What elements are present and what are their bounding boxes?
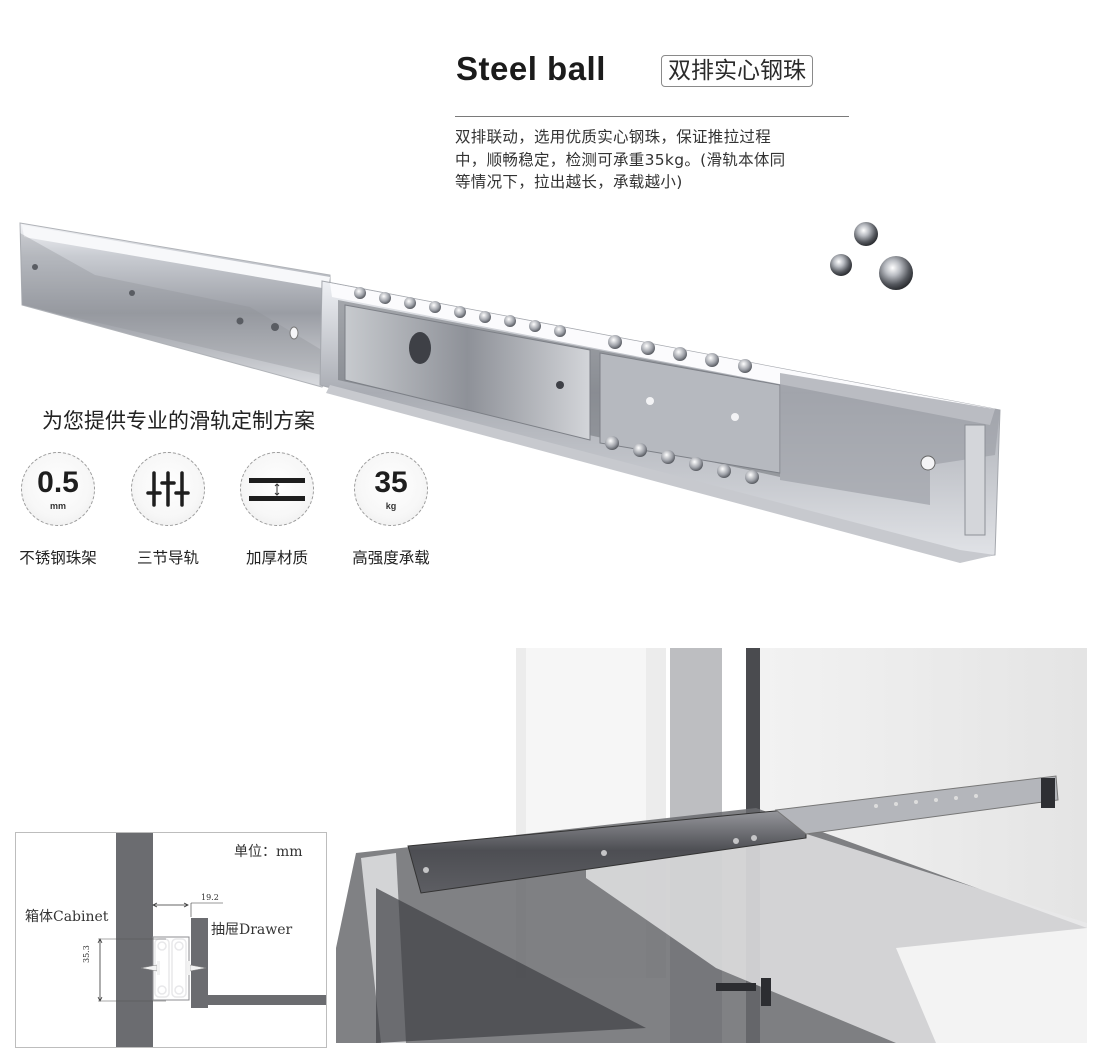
section-title-cn-badge: 双排实心钢珠 — [661, 55, 813, 87]
drawer-label: 抽屉Drawer — [211, 922, 293, 938]
unit-label: 单位：mm — [234, 844, 303, 860]
description-line: 中，顺畅稳定，检测可承重35kg。(滑轨本体同 — [455, 150, 786, 169]
feature-label: 三节导轨 — [136, 549, 199, 567]
cabinet-label: 箱体Cabinet — [25, 909, 109, 925]
installation-diagram: 单位：mm 箱体Cabinet 抽屉Drawer 19.2 35.3 — [15, 832, 327, 1048]
features-title: 为您提供专业的滑轨定制方案 — [42, 409, 315, 433]
feature-unit: kg — [385, 501, 397, 511]
description-line: 双排联动，选用优质实心钢珠，保证推拉过程 — [455, 128, 772, 146]
height-dimension: 35.3 — [82, 945, 91, 963]
description-line: 等情况下，拉出越长，承载越小) — [455, 173, 683, 191]
thickened-material-icon — [240, 452, 314, 526]
drawer-slide-image — [19, 222, 1001, 563]
feature-item: 加厚材质 — [217, 452, 337, 568]
feature-item: 三节导轨 — [108, 452, 228, 568]
section-title-en: Steel ball — [456, 50, 606, 87]
three-section-rail-icon — [131, 452, 205, 526]
feature-description: 双排联动，选用优质实心钢珠，保证推拉过程 中，顺畅稳定，检测可承重35kg。(滑… — [455, 126, 855, 194]
width-dimension: 19.2 — [201, 893, 219, 902]
feature-label: 加厚材质 — [245, 549, 308, 567]
divider — [455, 116, 849, 117]
installation-photo — [336, 648, 1087, 1043]
feature-item: 35 kg 高强度承载 — [331, 452, 451, 568]
load-35kg-icon: 35 kg — [354, 452, 428, 526]
feature-item: 0.5 mm 不锈钢珠架 — [0, 452, 118, 568]
feature-unit: mm — [49, 501, 66, 511]
feature-label: 高强度承载 — [352, 549, 430, 567]
feature-value: 0.5 — [37, 466, 79, 499]
steel-balls-icon — [830, 222, 913, 290]
feature-value: 35 — [374, 466, 408, 499]
feature-label: 不锈钢珠架 — [19, 549, 97, 567]
thickness-0.5mm-icon: 0.5 mm — [21, 452, 95, 526]
